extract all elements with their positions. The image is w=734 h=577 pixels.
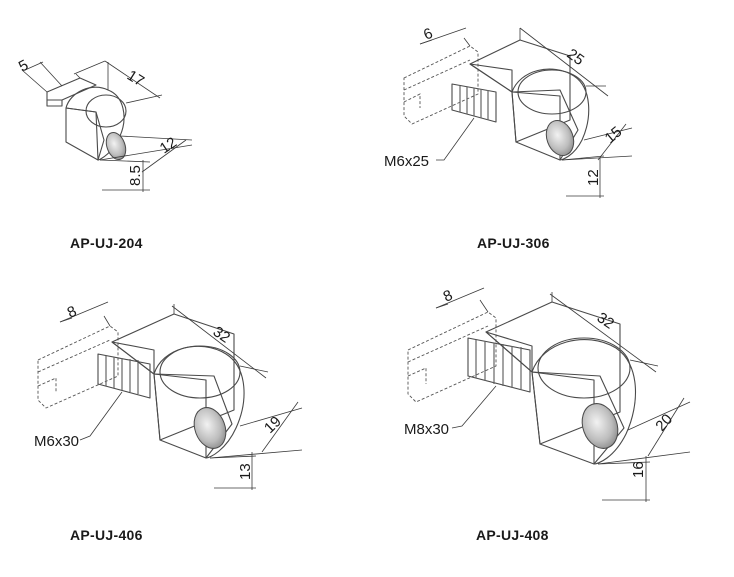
dim-offset-label: 16 (630, 461, 647, 478)
dim-height-label: 19 (261, 413, 285, 437)
dim-length-label: 17 (124, 67, 147, 90)
model-label: AP-UJ-306 (477, 235, 550, 251)
part-ap-uj-204: 5 17 12 8.5 AP-UJ-204 (16, 57, 193, 251)
dimension-lines (419, 27, 633, 198)
dim-length-label: 32 (594, 309, 617, 332)
part-ap-uj-406: M6x30 8 32 19 13 AP-UJ-406 (34, 301, 303, 543)
model-label: AP-UJ-408 (476, 527, 549, 543)
bore-hole (105, 131, 127, 161)
dim-length-label: 32 (210, 323, 233, 346)
dim-offset-label: 8.5 (127, 165, 144, 186)
dimension-lines (21, 60, 193, 192)
dim-length-label: 25 (564, 45, 587, 69)
dim-tab-label: 5 (16, 57, 31, 76)
dim-offset-label: 12 (585, 169, 602, 186)
connector-body-drawing (403, 39, 590, 161)
connector-body-drawing (46, 77, 127, 161)
dim-tab-label: 6 (421, 25, 435, 44)
dim-height-label: 20 (652, 411, 676, 435)
part-ap-uj-306: M6x25 6 25 15 12 AP-UJ-306 (384, 25, 633, 251)
part-ap-uj-408: M8x30 8 32 20 16 AP-UJ-408 (404, 287, 691, 543)
thread-leader (451, 385, 497, 429)
thread-leader (79, 391, 123, 441)
model-label: AP-UJ-204 (70, 235, 143, 251)
dimension-lines (435, 287, 691, 502)
thread-label: M6x30 (34, 433, 79, 450)
bore-hole (193, 407, 227, 449)
bore-hole (545, 120, 575, 156)
thread-label: M6x25 (384, 153, 429, 170)
dimension-lines (59, 301, 303, 490)
connector-body-drawing (407, 301, 637, 465)
dim-offset-label: 13 (237, 463, 254, 480)
dim-tab-label: 8 (441, 287, 456, 306)
bore-hole (581, 403, 619, 449)
dim-height-label: 12 (157, 134, 180, 157)
thread-label: M8x30 (404, 421, 449, 438)
thread-leader (436, 117, 475, 161)
model-label: AP-UJ-406 (70, 527, 143, 543)
connector-body-drawing (37, 313, 245, 459)
dim-height-label: 15 (602, 123, 626, 147)
